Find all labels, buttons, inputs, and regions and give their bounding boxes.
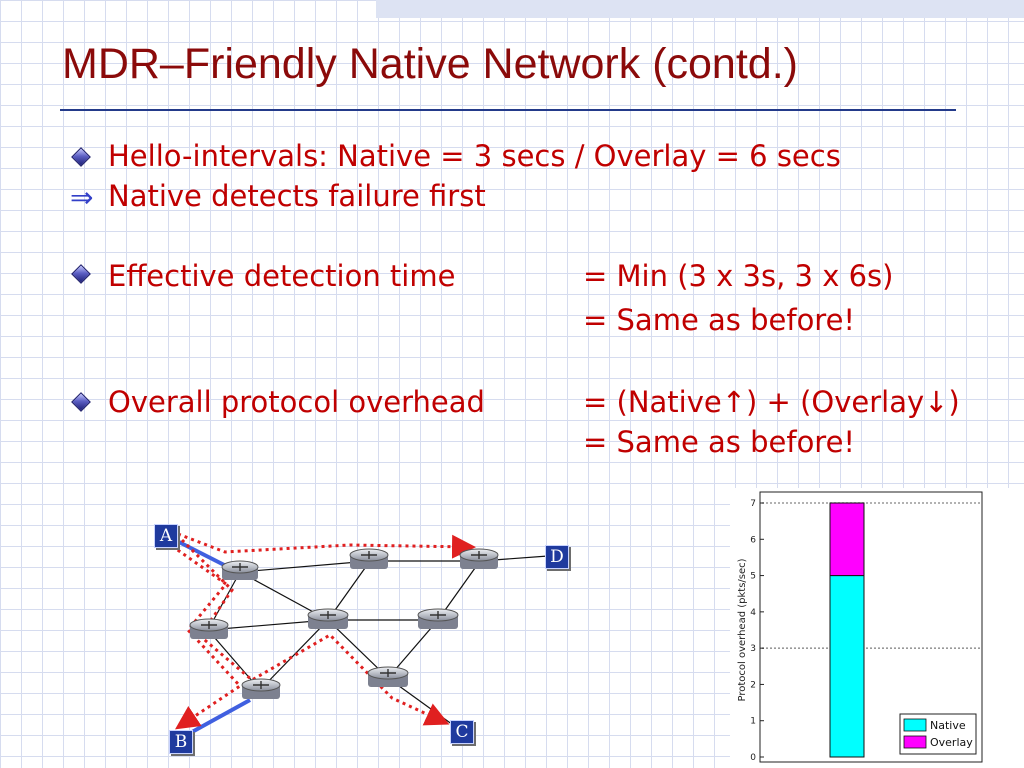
y-tick-label: 4 bbox=[750, 608, 756, 618]
router-icon bbox=[189, 618, 229, 639]
slide-title: MDR–Friendly Native Network (contd.) bbox=[62, 40, 798, 88]
router-icon bbox=[459, 548, 499, 569]
bullet-overhead-value2: = Same as before! bbox=[583, 425, 856, 459]
legend-label-overlay: Overlay bbox=[930, 736, 973, 749]
title-divider bbox=[60, 109, 956, 111]
router-icon bbox=[349, 548, 389, 569]
legend-swatch-overlay bbox=[903, 735, 927, 749]
node-b: B bbox=[169, 730, 193, 754]
router-icon bbox=[367, 666, 409, 687]
link-line bbox=[259, 619, 329, 691]
bullet-hello-intervals: Hello-intervals: Native = 3 secs / Overl… bbox=[108, 139, 841, 173]
y-tick-label: 7 bbox=[750, 499, 756, 509]
node-c: C bbox=[450, 720, 474, 744]
node-d: D bbox=[545, 545, 569, 569]
router-icon bbox=[221, 560, 259, 580]
legend-swatch-native bbox=[903, 718, 927, 732]
bullet-detection-label: Effective detection time bbox=[108, 259, 456, 293]
y-tick-label: 5 bbox=[750, 572, 756, 582]
access-link-b bbox=[191, 698, 251, 734]
bullet-native-detects: Native detects failure first bbox=[108, 179, 486, 213]
y-tick-label: 3 bbox=[750, 644, 756, 654]
y-tick-label: 1 bbox=[750, 717, 756, 727]
bullet-overhead-value1: = (Native↑) + (Overlay↓) bbox=[583, 385, 960, 419]
link-line bbox=[239, 560, 371, 573]
top-decor-band bbox=[376, 0, 1024, 18]
path-a-to-d bbox=[177, 532, 476, 559]
node-a: A bbox=[154, 524, 178, 548]
router-icon bbox=[417, 608, 459, 629]
bar-segment-overlay bbox=[829, 502, 865, 577]
y-axis-label: Protocol overhead (pkts/sec) bbox=[737, 558, 748, 701]
bar-segment-native bbox=[829, 575, 865, 758]
router-icon bbox=[241, 678, 281, 699]
implies-arrow-icon: ⇒ bbox=[70, 181, 94, 214]
path-a-to-c bbox=[180, 538, 450, 726]
bullet-overhead-label: Overall protocol overhead bbox=[108, 385, 485, 419]
y-tick-label: 0 bbox=[750, 753, 756, 763]
y-tick-label: 6 bbox=[750, 535, 756, 545]
y-tick-label: 2 bbox=[750, 680, 756, 690]
path-a-to-b bbox=[171, 544, 243, 730]
router-icon bbox=[307, 608, 349, 629]
legend-label-native: Native bbox=[930, 719, 966, 732]
bullet-detection-value2: = Same as before! bbox=[583, 303, 856, 337]
bullet-detection-value1: = Min (3 x 3s, 3 x 6s) bbox=[583, 259, 894, 293]
